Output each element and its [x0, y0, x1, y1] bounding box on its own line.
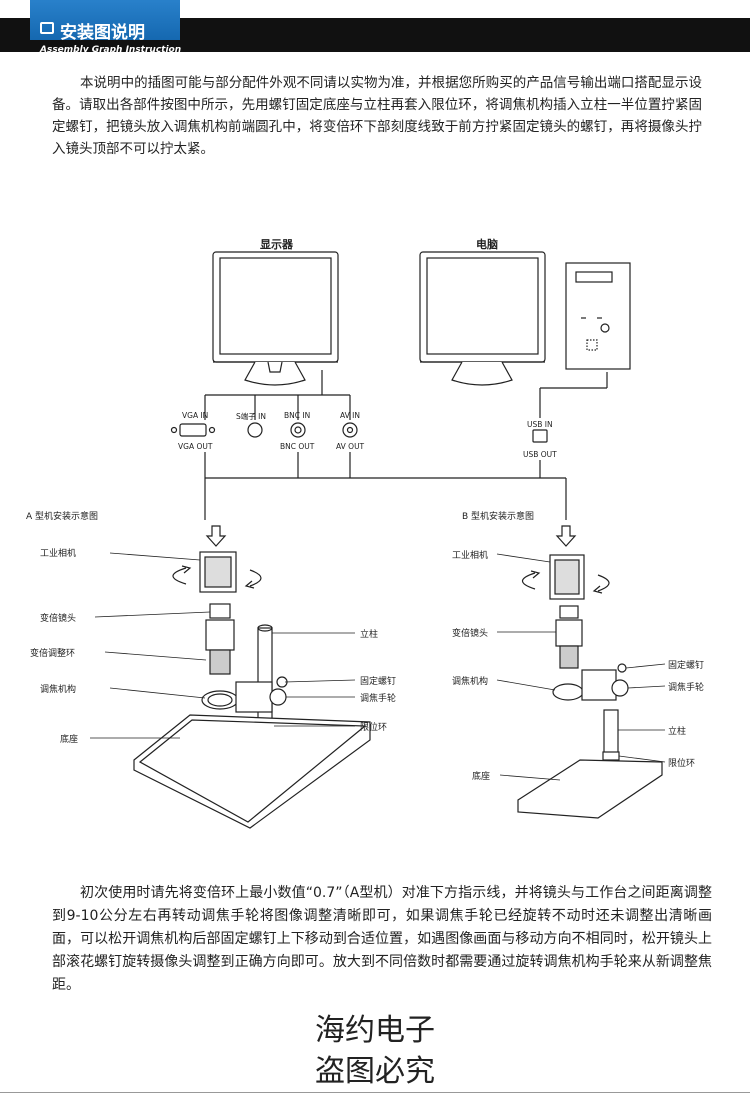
section-title: 安装图说明	[60, 23, 145, 43]
monitor-label: 显示器	[260, 238, 293, 251]
type-b-focus-wheel-label: 调焦手轮	[668, 683, 705, 693]
type-a-pillar-label: 立柱	[360, 630, 379, 640]
port-s-in: S端子 IN	[236, 412, 266, 421]
type-a-focus-wheel-label: 调焦手轮	[360, 694, 397, 704]
port-vga-out: VGA OUT	[178, 442, 213, 451]
bottom-divider	[0, 1092, 750, 1093]
port-usb-in: USB IN	[527, 420, 553, 429]
computer-monitor-illustration	[419, 251, 546, 386]
monitor-illustration	[212, 251, 339, 386]
watermark-line-1: 海约电子	[315, 1013, 435, 1048]
port-vga-in: VGA IN	[182, 411, 209, 420]
computer-label: 电脑	[476, 238, 498, 251]
type-b-title: B 型机安装示意图	[462, 512, 535, 522]
type-a-camera-label: 工业相机	[40, 549, 77, 559]
type-b-camera-label: 工业相机	[452, 551, 489, 561]
type-b-lens-label: 变倍镜头	[452, 629, 489, 639]
port-av-in: AV IN	[340, 411, 360, 420]
type-a-lens-label: 变倍镜头	[40, 614, 77, 624]
type-a-base-label: 底座	[60, 735, 79, 745]
port-bnc-in: BNC IN	[284, 411, 311, 420]
type-a-limit-ring-label: 限位环	[360, 723, 388, 733]
port-bnc-out: BNC OUT	[280, 442, 315, 451]
intro-paragraph: 本说明中的插图可能与部分配件外观不同请以实物为准，并根据您所购买的产品信号输出端…	[52, 75, 702, 157]
header-tab	[30, 0, 180, 40]
type-a-fix-screw-label: 固定螺钉	[360, 677, 397, 687]
type-b-base-label: 底座	[472, 772, 491, 782]
type-a-title: A 型机安装示意图	[26, 512, 99, 522]
port-av-out: AV OUT	[336, 442, 365, 451]
image-icon	[40, 22, 54, 34]
type-a-focus-mech-label: 调焦机构	[40, 685, 77, 695]
type-b-fix-screw-label: 固定螺钉	[668, 661, 705, 671]
type-b-pillar-label: 立柱	[668, 727, 687, 737]
type-b-limit-ring-label: 限位环	[668, 759, 696, 769]
pc-tower-illustration	[565, 262, 631, 370]
watermark-line-2: 盗图必究	[315, 1054, 435, 1089]
type-a-zoom-ring-label: 变倍调整环	[30, 649, 76, 659]
type-b-focus-mech-label: 调焦机构	[452, 677, 489, 687]
usage-paragraph: 初次使用时请先将变倍环上最小数值“0.7”（A型机）对准下方指示线，并将镜头与工…	[52, 885, 712, 993]
port-usb-out: USB OUT	[523, 450, 557, 459]
section-subtitle: Assembly Graph Instruction	[40, 45, 182, 55]
